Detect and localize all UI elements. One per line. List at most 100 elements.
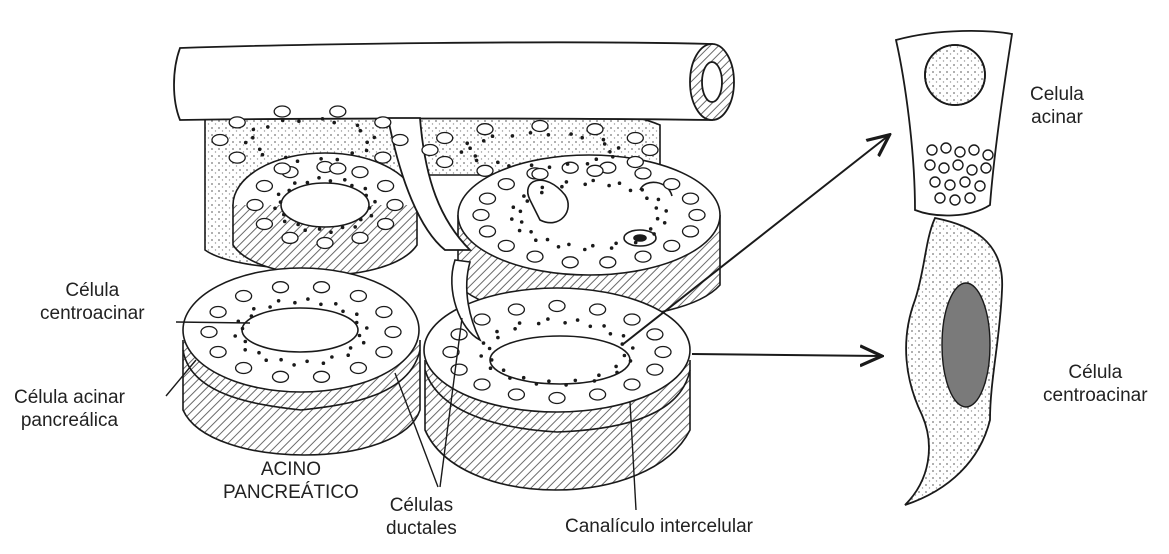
cell-nucleus (655, 347, 671, 358)
label-canaliculo-intercelular: Canalículo intercelular (565, 515, 753, 538)
granule (474, 154, 478, 158)
label-acinar-pancreatica-line1: Célula acinar (14, 386, 125, 409)
arrow-to-centroacinar-cell (692, 354, 880, 356)
label-celula-acinar-line1: Celula (1030, 83, 1084, 106)
cell-nucleus (385, 327, 401, 338)
granule (358, 334, 362, 338)
cell-nucleus (664, 240, 680, 251)
cell-nucleus (274, 163, 290, 174)
cell-nucleus (664, 179, 680, 190)
cell-nucleus (273, 282, 289, 293)
granule (629, 189, 633, 193)
cell-nucleus (247, 200, 263, 211)
granule (614, 242, 618, 246)
granule (243, 348, 247, 352)
cell-nucleus (562, 257, 578, 268)
label-celulas-ductales: Células ductales (386, 494, 457, 540)
cell-nucleus (627, 133, 643, 144)
granule (482, 139, 486, 143)
cell-nucleus (600, 257, 616, 268)
zymogen-granule (967, 165, 977, 175)
label-celula-centroacinar-left: Célula centroacinar (40, 279, 145, 325)
cell-nucleus (642, 145, 658, 156)
granule (560, 185, 564, 189)
granule (541, 186, 545, 190)
isolated-centroacinar-cell (905, 218, 1002, 505)
granule (529, 230, 533, 234)
granule (296, 159, 300, 163)
zymogen-granule (983, 150, 993, 160)
granule (251, 136, 255, 140)
granule (368, 206, 372, 210)
granule (634, 241, 638, 245)
cell-nucleus (376, 307, 392, 318)
granule (356, 124, 360, 128)
granule (502, 368, 506, 372)
granule (364, 187, 368, 191)
zymogen-granule (939, 163, 949, 173)
granule (330, 355, 334, 359)
cell-nucleus (376, 347, 392, 358)
granule (664, 209, 668, 213)
label-celula-centroacinar-right: Célula centroacinar (1043, 361, 1148, 407)
granule (522, 194, 526, 198)
granule (597, 373, 601, 377)
cell-nucleus (635, 251, 651, 262)
granule (373, 136, 377, 140)
label-centroacinar-right-line2: centroacinar (1043, 384, 1148, 407)
granule (586, 162, 590, 166)
cell-nucleus (229, 117, 245, 128)
granule (622, 334, 626, 338)
granule (322, 361, 326, 365)
granule (250, 314, 254, 318)
cell-nucleus (256, 219, 272, 230)
granule (364, 194, 368, 198)
cell-nucleus (451, 364, 467, 375)
granule (564, 383, 568, 387)
cell-nucleus (282, 232, 298, 243)
label-celula-acinar-pancreatica: Célula acinar pancreálica (14, 386, 125, 432)
granule (522, 376, 526, 380)
zymogen-granule (945, 180, 955, 190)
cell-nucleus (474, 314, 490, 325)
granule (268, 305, 272, 309)
cell-nucleus (498, 179, 514, 190)
cell-nucleus (236, 291, 252, 302)
granule (329, 179, 333, 183)
cell-nucleus (498, 240, 514, 251)
cell-nucleus (422, 145, 438, 156)
cell-nucleus (352, 232, 368, 243)
granule (319, 303, 323, 307)
cell-nucleus (350, 363, 366, 374)
granule (534, 238, 538, 242)
granule (482, 341, 486, 345)
granule (273, 207, 277, 211)
cell-nucleus (330, 163, 346, 174)
zymogen-granule (935, 193, 945, 203)
granule (293, 301, 297, 305)
granule (529, 131, 533, 135)
granule (292, 363, 296, 367)
cell-nucleus (635, 168, 651, 179)
granule (350, 151, 354, 155)
granule (359, 218, 363, 222)
granule (279, 200, 283, 204)
cell-nucleus (527, 251, 543, 262)
granule (589, 325, 593, 329)
granule (252, 128, 256, 132)
cell-nucleus (590, 389, 606, 400)
granule (508, 376, 512, 380)
granule (495, 330, 499, 334)
acinus-lower-left (183, 268, 420, 455)
granule (490, 358, 494, 362)
granule (607, 184, 611, 188)
granule (591, 179, 595, 183)
granule (336, 158, 340, 162)
granule (332, 121, 336, 125)
cell-nucleus (532, 121, 548, 132)
granule (279, 358, 283, 362)
label-centroacinar-left-line2: centroacinar (40, 302, 145, 325)
granule (287, 189, 291, 193)
granule (595, 157, 599, 161)
